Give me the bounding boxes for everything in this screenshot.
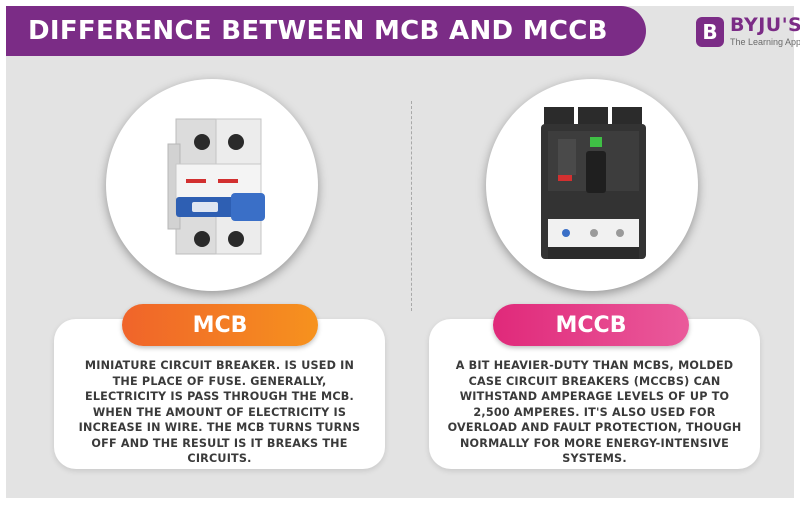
title-banner: DIFFERENCE BETWEEN MCB AND MCCB <box>6 6 646 56</box>
mcb-image-circle <box>106 79 318 291</box>
brand-name: BYJU'S <box>730 14 800 36</box>
mcb-description: MINIATURE CIRCUIT BREAKER. IS USED IN TH… <box>78 359 361 465</box>
mcb-breaker-icon <box>167 118 265 255</box>
mcb-label: MCB <box>192 312 248 338</box>
mccb-label-pill: MCCB <box>493 304 689 346</box>
brand-tagline: The Learning App <box>730 37 800 47</box>
content-panel: DIFFERENCE BETWEEN MCB AND MCCB B BYJU'S… <box>6 6 800 498</box>
byjus-logo-text: BYJU'S The Learning App <box>730 16 800 47</box>
mcb-label-pill: MCB <box>122 304 318 346</box>
mccb-description-card: A BIT HEAVIER-DUTY THAN MCBS, MOLDED CAS… <box>429 319 760 469</box>
mccb-breaker-icon <box>541 107 646 259</box>
byjus-logo: B BYJU'S The Learning App <box>696 16 800 47</box>
mccb-label: MCCB <box>555 312 627 338</box>
mcb-description-card: MINIATURE CIRCUIT BREAKER. IS USED IN TH… <box>54 319 385 469</box>
byjus-logo-mark: B <box>696 16 724 47</box>
center-divider <box>411 101 412 311</box>
mccb-image-circle <box>486 79 698 291</box>
page-title: DIFFERENCE BETWEEN MCB AND MCCB <box>28 16 608 46</box>
mccb-description: A BIT HEAVIER-DUTY THAN MCBS, MOLDED CAS… <box>447 359 742 465</box>
